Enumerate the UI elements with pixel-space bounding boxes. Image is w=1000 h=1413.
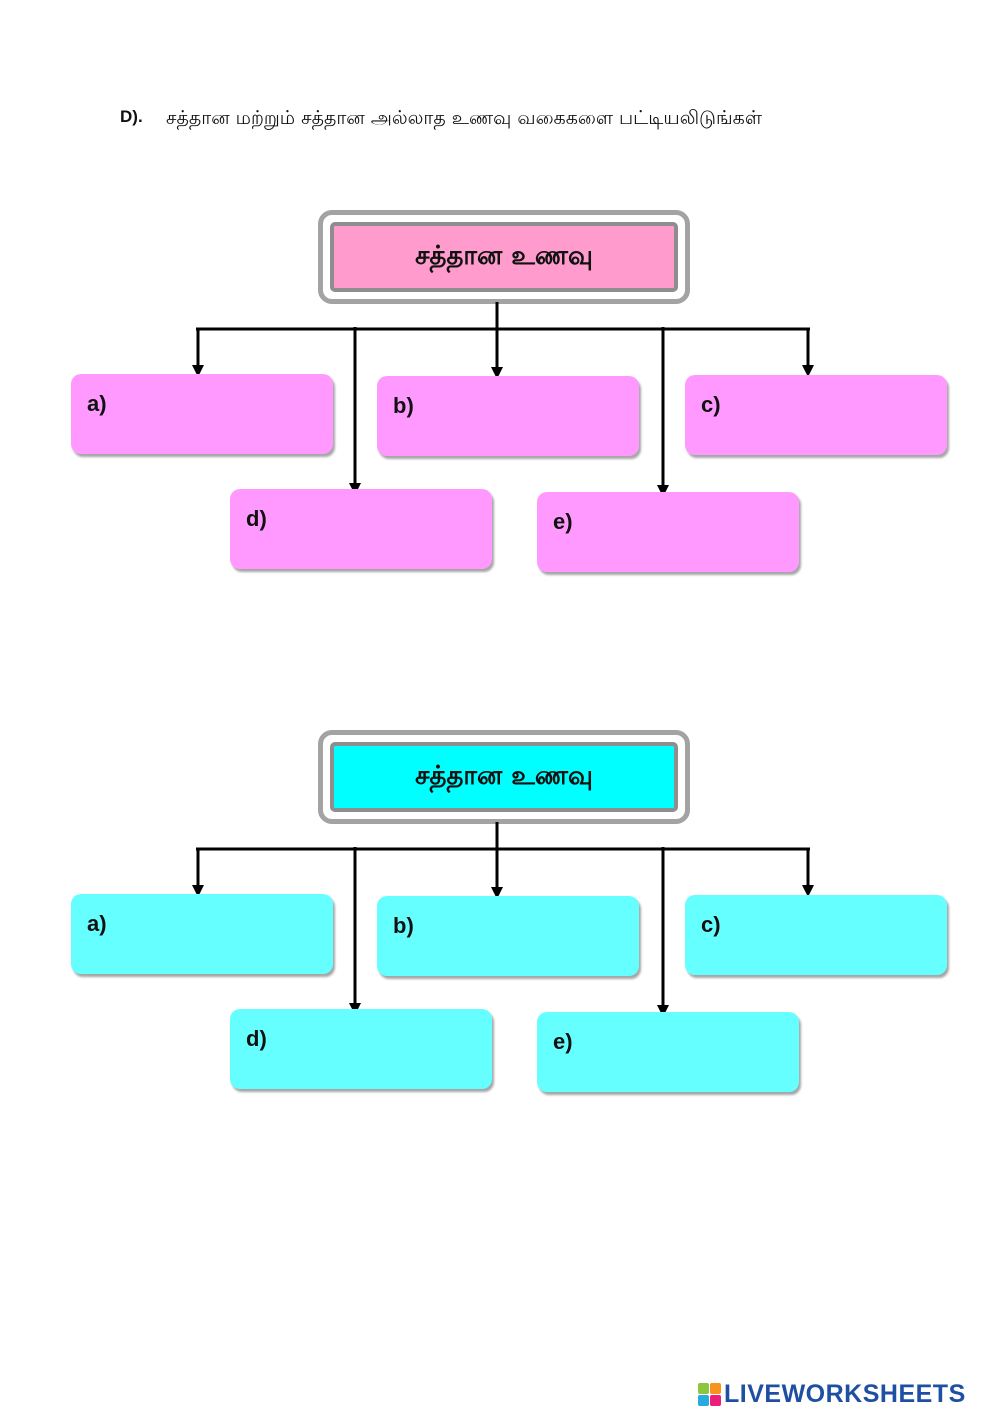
- answer-box-d[interactable]: d): [230, 1009, 492, 1089]
- answer-box-b[interactable]: b): [377, 896, 639, 976]
- logo-square: [698, 1394, 709, 1406]
- answer-box-a[interactable]: a): [71, 894, 333, 974]
- diagram-nutritious-food-1: சத்தான உணவு a) b) c) d) e): [0, 210, 1000, 590]
- answer-box-e[interactable]: e): [537, 1012, 799, 1092]
- box-label: b): [393, 913, 414, 938]
- question-label: D).: [120, 107, 143, 126]
- box-label: d): [246, 506, 267, 531]
- diagram-title-box: சத்தான உணவு: [318, 210, 690, 304]
- diagram-title: சத்தான உணவு: [330, 222, 678, 292]
- box-label: c): [701, 392, 721, 417]
- box-label: e): [553, 1029, 573, 1054]
- box-label: d): [246, 1026, 267, 1051]
- logo-square: [710, 1394, 721, 1406]
- answer-box-e[interactable]: e): [537, 492, 799, 572]
- connector-arrows: [192, 822, 814, 1017]
- logo-text: LIVEWORKSHEETS: [724, 1379, 966, 1408]
- connector-arrows: [192, 302, 814, 497]
- answer-box-c[interactable]: c): [685, 895, 947, 975]
- answer-box-c[interactable]: c): [685, 375, 947, 455]
- box-label: e): [553, 509, 573, 534]
- box-label: a): [87, 911, 107, 936]
- answer-box-d[interactable]: d): [230, 489, 492, 569]
- diagram-nutritious-food-2: சத்தான உணவு a) b) c) d) e): [0, 730, 1000, 1110]
- answer-box-b[interactable]: b): [377, 376, 639, 456]
- question-text: சத்தான மற்றும் சத்தான அல்லாத உணவு வகைகளை…: [166, 107, 762, 129]
- diagram-title-box: சத்தான உணவு: [318, 730, 690, 824]
- logo-badge-icon: [698, 1382, 721, 1406]
- box-label: c): [701, 912, 721, 937]
- box-label: b): [393, 393, 414, 418]
- logo-square: [710, 1382, 721, 1394]
- liveworksheets-logo: LIVEWORKSHEETS: [698, 1377, 966, 1411]
- answer-box-a[interactable]: a): [71, 374, 333, 454]
- box-label: a): [87, 391, 107, 416]
- diagram-title: சத்தான உணவு: [330, 742, 678, 812]
- logo-square: [698, 1382, 709, 1394]
